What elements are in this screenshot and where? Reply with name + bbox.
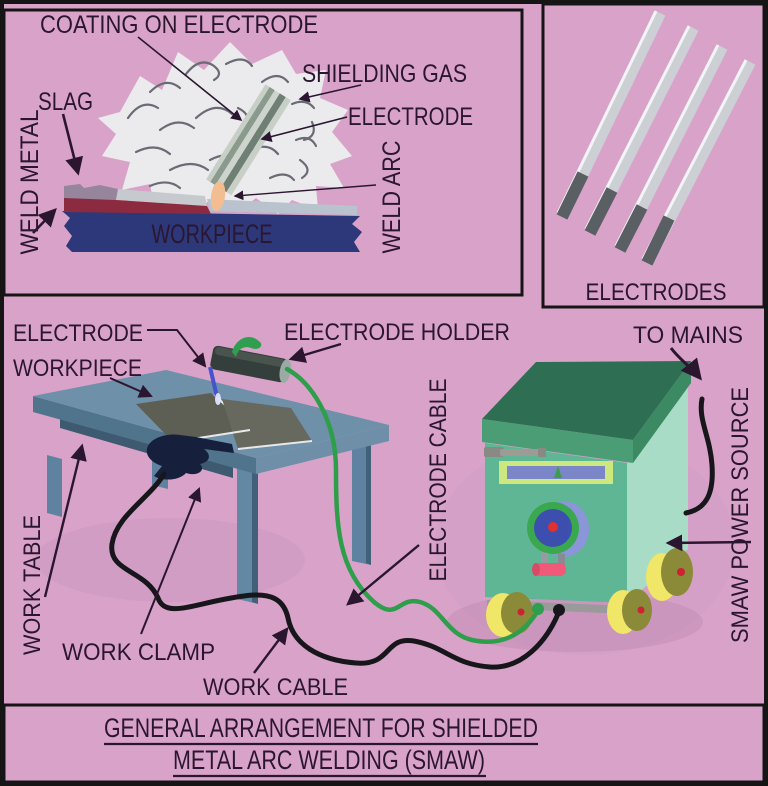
to-mains-label: TO MAINS	[633, 322, 743, 349]
weld-arc-pointer-arrow	[233, 184, 377, 201]
electrode-label: ELECTRODE	[348, 103, 473, 131]
table-leg-right-shade	[366, 440, 371, 565]
arr-electrode-pointer-arrow	[147, 329, 207, 368]
machine-dial	[527, 501, 589, 557]
electrode-rod-2	[584, 25, 699, 236]
weld-arc-flame	[210, 181, 226, 211]
work-clamp-label: WORK CLAMP	[62, 639, 215, 666]
arr-workpiece-pointer-arrow	[109, 377, 153, 398]
workpiece-text: WORKPIECE	[152, 219, 273, 249]
coated-electrode-rod	[206, 84, 291, 196]
electrode-cable-label: ELECTRODE CABLE	[425, 379, 452, 582]
slag-label: SLAG	[38, 88, 93, 116]
weld-metal-layer	[64, 198, 211, 214]
dial-center-dot	[548, 522, 558, 532]
arc-flash	[215, 393, 221, 405]
holder-hook	[232, 337, 262, 357]
arr-workpiece-label: WORKPIECE	[13, 355, 142, 382]
table-leg-back-left	[47, 455, 62, 517]
slag-pointer-arrow	[61, 113, 84, 176]
weld-closeup-panel: COATING ON ELECTRODE SHIELDING GAS ELECT…	[2, 8, 524, 297]
work-clamp	[146, 434, 234, 480]
crank-grip	[534, 563, 566, 576]
machine-lid-front-band	[482, 419, 633, 463]
electrode-holder-pointer-arrow	[288, 342, 342, 363]
table-edge-front-right	[256, 425, 389, 474]
title-line-2: METAL ARC WELDING (SMAW)	[173, 745, 485, 775]
electrodes-label: ELECTRODES	[586, 279, 727, 306]
work-cable-pointer-arrow	[253, 626, 289, 674]
coating-on-electrode-label: COATING ON ELECTRODE	[40, 11, 318, 39]
machine-lid-right-band	[633, 361, 691, 463]
workpiece-plate-left	[136, 393, 250, 442]
workpiece-plate-right	[222, 399, 312, 449]
weld-arc-label: WELD ARC	[378, 141, 406, 254]
machine-crank	[532, 552, 566, 576]
electrode-rod-1	[556, 10, 666, 220]
work-cable-line	[109, 471, 561, 670]
electrode-pointer-arrow	[260, 116, 348, 143]
title-line-1: GENERAL ARRANGEMENT FOR SHIELDED	[104, 713, 538, 743]
electrodes-panel-border	[541, 2, 766, 309]
workpiece-plates	[136, 393, 313, 450]
electrode-rod-3	[614, 44, 728, 253]
weld-closeup-panel-border	[2, 8, 524, 297]
shielding-gas-label: SHIELDING GAS	[302, 60, 467, 88]
title-panel-border	[2, 703, 766, 784]
shielding-gas-cloud	[98, 42, 352, 214]
wheel-rear-right	[646, 548, 693, 601]
weld-metal-pointer-arrow	[32, 208, 57, 234]
smaw-power-source-pointer-arrow	[665, 534, 752, 552]
mains-cable	[683, 396, 715, 516]
smaw-power-source-label: SMAW POWER SOURCE	[727, 387, 754, 643]
meter-pointer	[554, 466, 562, 478]
title-panel: GENERAL ARRANGEMENT FOR SHIELDED METAL A…	[2, 703, 766, 784]
arr-electrode-label: ELECTRODE	[13, 320, 143, 347]
work-table-label: WORK TABLE	[19, 515, 46, 655]
to-mains-pointer-arrow	[669, 347, 702, 381]
electrode-cable-line	[284, 366, 540, 644]
coating-pointer-arrow	[137, 36, 243, 122]
arrangement-scene: ELECTRODE WORKPIECE ELECTRODE HOLDER TO …	[13, 319, 754, 701]
machine-lid-top	[482, 361, 691, 440]
shielding-gas-pointer-arrow	[298, 84, 362, 103]
smaw-power-source	[482, 361, 693, 637]
weld-metal-label: WELD METAL	[16, 109, 44, 254]
workpiece-top-face	[207, 199, 357, 215]
work-cable-label: WORK CABLE	[203, 674, 348, 701]
stick-electrode	[208, 366, 219, 398]
wheel-front-right	[607, 589, 652, 634]
machine-meter	[499, 461, 613, 484]
electrodes-panel: ELECTRODES	[541, 2, 766, 309]
table-leg-front-shade	[252, 465, 258, 604]
wheel-front-left	[486, 592, 533, 637]
work-clamp-pointer-arrow	[140, 487, 202, 635]
workpiece-slab	[62, 211, 362, 252]
slag-layer	[64, 184, 118, 200]
work-table-pointer-arrow	[43, 443, 87, 598]
electrode-holder-label: ELECTRODE HOLDER	[284, 319, 510, 346]
plate-right-edge-highlight	[237, 440, 313, 450]
cooled-weld-strip	[116, 189, 207, 206]
holder-end-cap	[279, 359, 292, 383]
machine-latch	[484, 447, 546, 457]
electrode-rod-4	[641, 59, 756, 266]
electrode-cable-pointer-arrow	[346, 544, 420, 606]
